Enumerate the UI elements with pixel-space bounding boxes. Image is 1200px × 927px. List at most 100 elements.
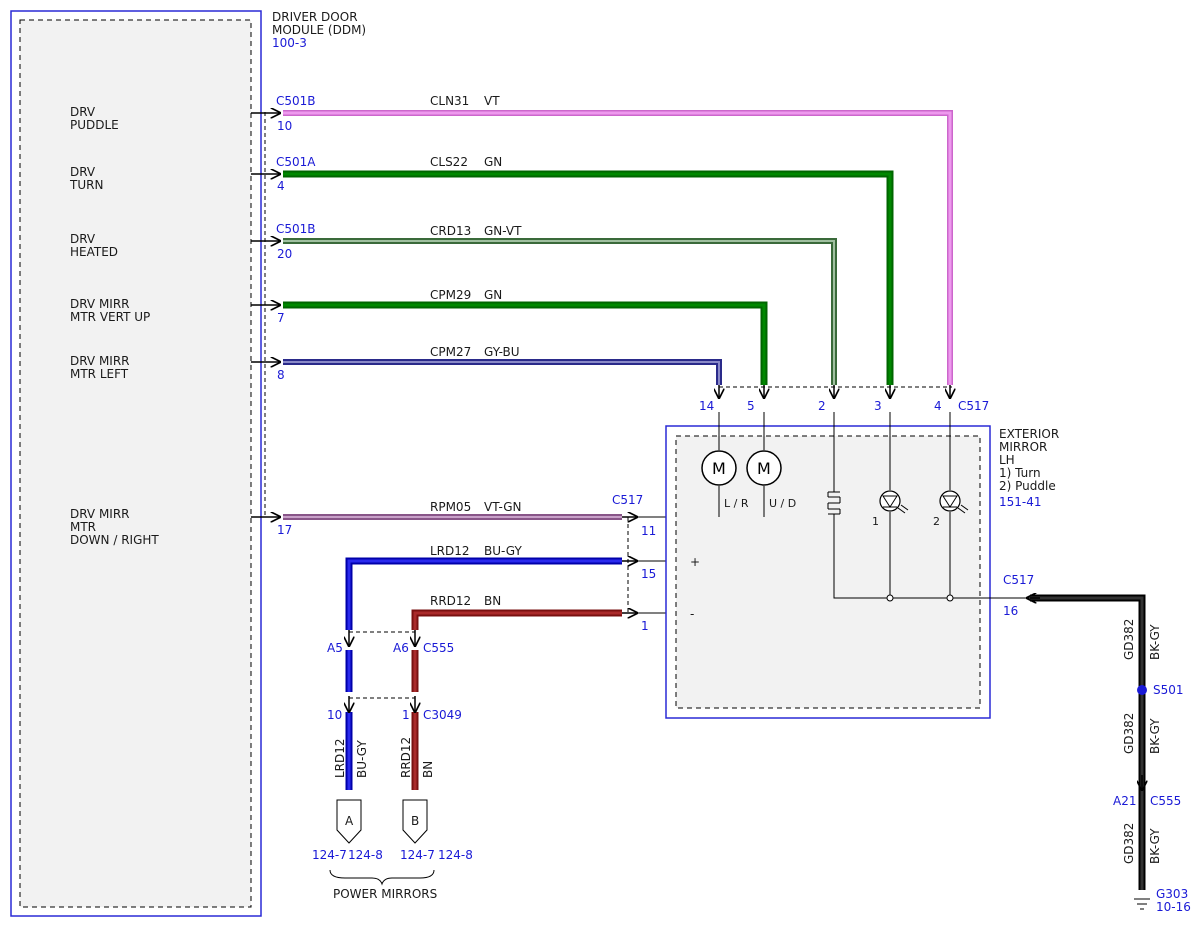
pin-3: 3 [874, 399, 882, 413]
circuit-rpm05: RPM05 [430, 500, 471, 514]
bkgy-label-1: BK-GY [1148, 624, 1162, 660]
plus-sign: + [690, 555, 700, 569]
wire-gd382: C517 16 S501 A21 C555 G303 10-16 GD382 B… [1003, 573, 1191, 914]
color-gn-1: GN [484, 155, 502, 169]
ref-124-8-b: 124-8 [438, 848, 473, 862]
driver-door-module: DRIVER DOOR MODULE (DDM) 100-3 [10, 10, 366, 917]
mirror-ref: 151-41 [999, 495, 1042, 509]
connector-c555: C555 [423, 641, 454, 655]
pin-a21: A21 [1113, 794, 1136, 808]
lrd12-vertical: LRD12 [333, 738, 347, 778]
gd382-label-2: GD382 [1122, 713, 1136, 754]
mirror-title-4: 1) Turn [999, 466, 1041, 480]
wire-cls22: C501A 4 CLS22 GN [251, 155, 894, 385]
lamp-number-1: 1 [872, 515, 879, 528]
heater-element [827, 491, 841, 515]
motor-ud-symbol: M [757, 459, 771, 478]
pin-11: 11 [641, 524, 656, 538]
motor-ud-label: U / D [769, 497, 796, 510]
circuit-cpm27: CPM27 [430, 345, 471, 359]
pin-label-drv-heated-1: DRV [70, 232, 96, 246]
ground-ref: 10-16 [1156, 900, 1191, 914]
pin-label-drv-puddle-1: DRV [70, 105, 96, 119]
bkgy-label-3: BK-GY [1148, 828, 1162, 864]
bugy-vertical: BU-GY [355, 740, 369, 778]
tag-a: A [345, 814, 354, 828]
gd382-label-3: GD382 [1122, 823, 1136, 864]
ref-124-7-b: 124-7 [400, 848, 435, 862]
pin-label-vert-up-2: MTR VERT UP [70, 310, 150, 324]
color-gn-vt: GN-VT [484, 224, 522, 238]
motor-left-right: M L / R [701, 450, 749, 510]
pin-label-down-right-3: DOWN / RIGHT [70, 533, 159, 547]
gd382-label-1: GD382 [1122, 619, 1136, 660]
ground-name: G303 [1156, 887, 1188, 901]
mirror-title-3: LH [999, 453, 1015, 467]
motor-up-down: M U / D [746, 450, 796, 510]
wire-rpm05: 17 RPM05 VT-GN C517 11 [251, 493, 723, 538]
pin-5: 5 [747, 399, 755, 413]
pin-label-drv-puddle-2: PUDDLE [70, 118, 119, 132]
circuit-lrd12: LRD12 [430, 544, 470, 558]
wire-crd13: C501B 20 CRD13 GN-VT [251, 222, 837, 385]
pin-label-down-right-2: MTR [70, 520, 96, 534]
ref-124-7-a: 124-7 [312, 848, 347, 862]
c517-top-pins: 14 5 2 3 4 C517 [699, 385, 989, 413]
pin-label-vert-up-1: DRV MIRR [70, 297, 130, 311]
pin-label-drv-turn-2: TURN [69, 178, 103, 192]
wire-lrd12: 15 LRD12 BU-GY [345, 544, 676, 790]
ground-symbol-icon [1134, 898, 1150, 910]
power-mirrors-title: POWER MIRRORS [333, 887, 437, 901]
tag-b-shape [402, 799, 428, 844]
pin-7: 7 [277, 311, 285, 325]
puddle-lamp-icon: 2 [933, 490, 969, 528]
pin-1-c3049: 1 [402, 708, 410, 722]
connector-c517-2: C517 [612, 493, 643, 507]
pin-2: 2 [818, 399, 826, 413]
color-bu-gy: BU-GY [484, 544, 522, 558]
module-title-line-1: DRIVER DOOR [272, 10, 358, 24]
module-title-line-2: MODULE (DDM) [272, 23, 366, 37]
color-bn: BN [484, 594, 501, 608]
connector-c501b-1: C501B [276, 94, 316, 108]
color-vt-gn: VT-GN [484, 500, 521, 514]
power-mirrors-brace [329, 869, 435, 886]
pin-4: 4 [277, 179, 285, 193]
ref-124-8-a: 124-8 [348, 848, 383, 862]
circuit-rrd12: RRD12 [430, 594, 471, 608]
pin-1: 1 [641, 619, 649, 633]
circuit-cpm29: CPM29 [430, 288, 471, 302]
pin-label-left-2: MTR LEFT [70, 367, 129, 381]
pin-label-left-1: DRV MIRR [70, 354, 130, 368]
pin-a5: A5 [327, 641, 343, 655]
tag-b: B [411, 814, 419, 828]
connector-c501a: C501A [276, 155, 316, 169]
pin-14: 14 [699, 399, 714, 413]
mirror-internal-wiring [718, 412, 1030, 602]
mirror-title-5: 2) Puddle [999, 479, 1056, 493]
pin-label-drv-heated-2: HEATED [70, 245, 118, 259]
pin-a6: A6 [393, 641, 409, 655]
splice-s501: S501 [1153, 683, 1184, 697]
motor-lr-label: L / R [724, 497, 749, 510]
c517-connector-dash [627, 386, 952, 613]
wire-rrd12: 1 RRD12 BN [411, 594, 676, 790]
wire-cpm27: 8 CPM27 GY-BU [251, 345, 722, 385]
pin-8: 8 [277, 368, 285, 382]
connector-c3049: C3049 [423, 708, 462, 722]
pin-10: 10 [277, 119, 292, 133]
pin-17: 17 [277, 523, 292, 537]
lamp-number-2: 2 [933, 515, 940, 528]
connector-c517-1: C517 [958, 399, 989, 413]
mirror-title-1: EXTERIOR [999, 427, 1059, 441]
pin-15: 15 [641, 567, 656, 581]
rrd12-vertical: RRD12 [399, 737, 413, 778]
mirror-title-2: MIRROR [999, 440, 1047, 454]
circuit-crd13: CRD13 [430, 224, 471, 238]
pin-label-down-right-1: DRV MIRR [70, 507, 130, 521]
power-mirrors-branch: A5 A6 C555 10 1 C3049 LRD12 BU-GY RRD12 … [312, 630, 473, 901]
color-gn-2: GN [484, 288, 502, 302]
wire-cln31: C501B 10 CLN31 VT [251, 94, 953, 385]
pin-label-drv-turn-1: DRV [70, 165, 96, 179]
circuit-cln31: CLN31 [430, 94, 469, 108]
